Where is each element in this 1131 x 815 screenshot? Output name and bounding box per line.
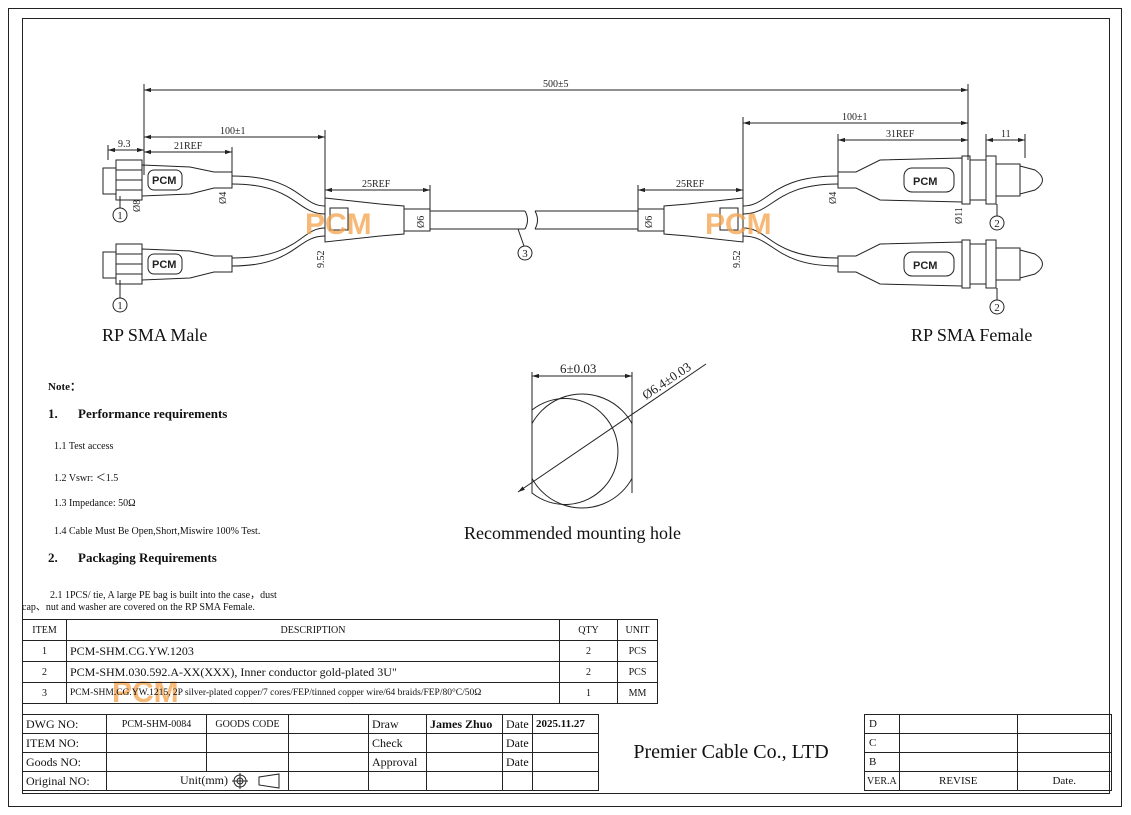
revision-letter: C [864, 733, 900, 753]
dim-total-length: 500±5 [543, 79, 569, 90]
section-2-title: Packaging Requirements [78, 550, 217, 565]
bom-item: 1 [22, 640, 67, 662]
revision-date-label: Date. [1016, 771, 1112, 791]
brand-mark: PCM [152, 259, 176, 271]
dim-dia-4-right: Ø4 [828, 192, 839, 204]
bom-header-item: ITEM [22, 619, 67, 641]
callout-1: 1 [117, 300, 123, 312]
dwg-no-value: PCM-SHM-0084 [106, 714, 207, 734]
brand-mark: PCM [913, 176, 937, 188]
watermark: PCM [305, 208, 372, 241]
item-no-label: ITEM NO: [22, 733, 107, 753]
table-row: 3 PCM-SHM.CG.YW.1215, 2P silver-plated c… [22, 682, 658, 704]
date-label: Date [502, 733, 533, 753]
projection-symbol: Unit(mm) [106, 771, 289, 791]
check-label: Check [368, 733, 427, 753]
note-item: 1.1 Test access [54, 441, 114, 452]
dim-height-right: 9.52 [732, 251, 743, 269]
bom-description: PCM-SHM.030.592.A-XX(XXX), Inner conduct… [66, 661, 560, 683]
section-1-title: Performance requirements [78, 406, 228, 421]
outer-frame [8, 8, 1122, 807]
bom-unit: MM [617, 682, 658, 704]
dim-right-ref: 31REF [886, 129, 915, 140]
callout-2: 2 [994, 302, 1000, 314]
dwg-no-label: DWG NO: [22, 714, 107, 734]
unit-label: Unit(mm) [180, 772, 228, 787]
original-no-label: Original NO: [22, 771, 107, 791]
bom-header-row: ITEM DESCRIPTION QTY UNIT [22, 619, 658, 641]
dim-height-left: 9.52 [316, 251, 327, 269]
dim-dia-8: Ø8 [132, 200, 143, 212]
dim-right-branch: 100±1 [842, 112, 868, 123]
packaging-text: cap、nut and washer are covered on the RP… [22, 602, 255, 613]
table-row: 1 PCM-SHM.CG.YW.1203 2 PCS [22, 640, 658, 662]
dim-right-nut: 11 [1001, 129, 1011, 140]
hole-width-label: 6±0.03 [560, 361, 596, 376]
bom-item: 2 [22, 661, 67, 683]
callout-2: 2 [994, 218, 1000, 230]
goods-no-label: Goods NO: [22, 752, 107, 772]
watermark: PCM [705, 208, 772, 241]
bom-header-unit: UNIT [617, 619, 658, 641]
table-row: 2 PCM-SHM.030.592.A-XX(XXX), Inner condu… [22, 661, 658, 683]
brand-mark: PCM [152, 175, 176, 187]
dim-left-connector: 9.3 [118, 139, 131, 150]
goods-code-label: GOODS CODE [206, 714, 289, 734]
dim-dia-6-right: Ø6 [644, 216, 655, 228]
draw-label: Draw [368, 714, 427, 734]
hole-diameter-label: Ø6.4±0.03 [639, 359, 693, 402]
section-2-number: 2. [48, 550, 58, 565]
dim-left-ref: 21REF [174, 141, 203, 152]
dim-splitter-left: 25REF [362, 179, 391, 190]
revision-letter: B [864, 752, 900, 772]
dim-dia-6-left: Ø6 [416, 216, 427, 228]
dim-dia-4-left: Ø4 [218, 192, 229, 204]
bom-header-qty: QTY [559, 619, 618, 641]
left-connector-label: RP SMA Male [102, 325, 208, 345]
draw-date: 2025.11.27 [532, 714, 599, 734]
projection-icon [232, 773, 280, 790]
version-label: VER.A [864, 771, 900, 791]
packaging-text: 2.1 1PCS/ tie, A large PE bag is built i… [50, 590, 277, 601]
bom-header-description: DESCRIPTION [66, 619, 560, 641]
revision-table: D C B VER.A REVISE Date. [864, 714, 1112, 791]
revision-letter: D [864, 714, 900, 734]
note-item: 1.2 Vswr: ＜1.5 [54, 473, 119, 484]
drawer-name: James Zhuo [426, 714, 503, 734]
section-1-number: 1. [48, 406, 58, 421]
callout-1: 1 [117, 210, 123, 222]
bom-unit: PCS [617, 640, 658, 662]
date-label: Date [502, 714, 533, 734]
company-name: Premier Cable Co., LTD [633, 740, 829, 763]
note-item: 1.3 Impedance: 50Ω [54, 498, 136, 509]
bom-unit: PCS [617, 661, 658, 683]
bom-qty: 1 [559, 682, 618, 704]
bom-qty: 2 [559, 640, 618, 662]
approval-label: Approval [368, 752, 427, 772]
date-label: Date [502, 752, 533, 772]
dim-splitter-right: 25REF [676, 179, 705, 190]
dim-dia-11: Ø11 [954, 207, 965, 224]
right-connector-label: RP SMA Female [911, 325, 1033, 345]
revise-label: REVISE [898, 771, 1018, 791]
bom-item: 3 [22, 682, 67, 704]
brand-mark: PCM [913, 260, 937, 272]
drawing-border [22, 18, 1110, 794]
mounting-hole-label: Recommended mounting hole [464, 523, 681, 543]
callout-3: 3 [522, 248, 528, 260]
bom-qty: 2 [559, 661, 618, 683]
bom-description: PCM-SHM.CG.YW.1215, 2P silver-plated cop… [66, 682, 560, 704]
title-block: DWG NO: PCM-SHM-0084 GOODS CODE Draw Jam… [22, 714, 599, 791]
notes-title: Note： [48, 381, 81, 393]
bom-table: ITEM DESCRIPTION QTY UNIT 1 PCM-SHM.CG.Y… [22, 619, 658, 704]
dim-left-branch: 100±1 [220, 126, 246, 137]
note-item: 1.4 Cable Must Be Open,Short,Miswire 100… [54, 526, 261, 537]
bom-description: PCM-SHM.CG.YW.1203 [66, 640, 560, 662]
